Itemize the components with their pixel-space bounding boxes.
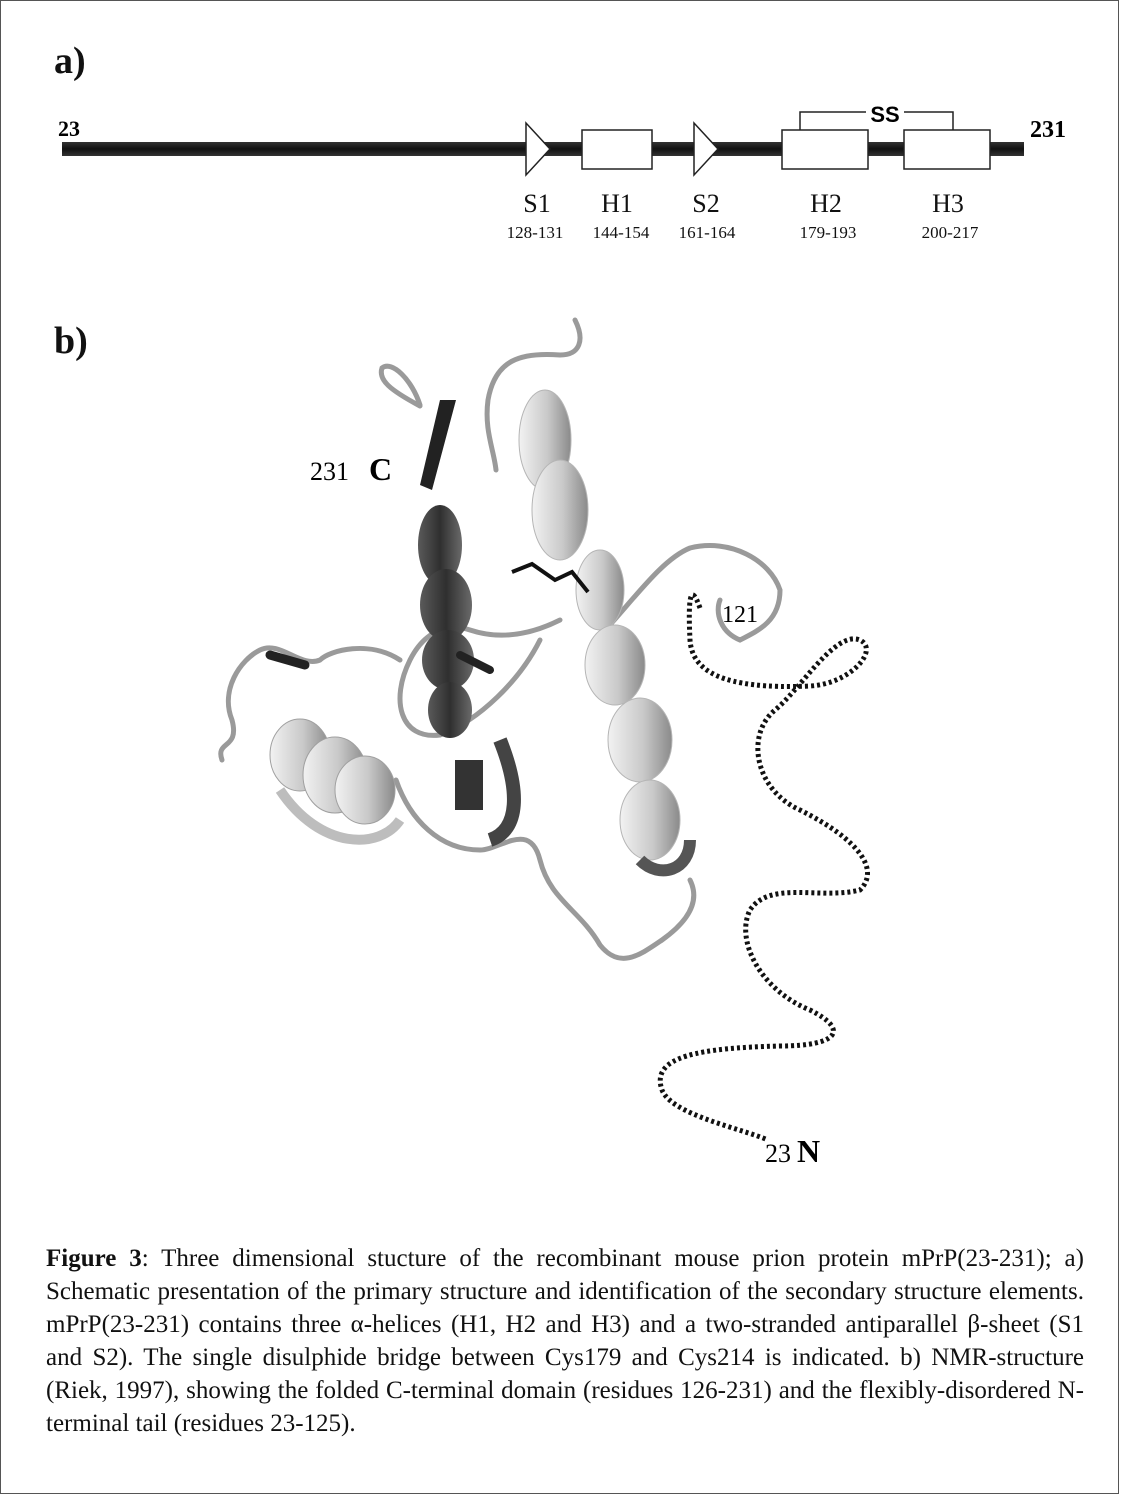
loop-middle — [400, 620, 560, 735]
end-residue-label: 231 — [1030, 117, 1066, 143]
figure-label: Figure 3 — [46, 1245, 142, 1272]
c-term-number: 231 — [310, 457, 349, 486]
helix-left-front — [270, 719, 400, 840]
disulfide-bracket-left — [800, 112, 866, 130]
disordered-n-terminal-tail — [660, 595, 867, 1140]
strand-s2-arrow — [694, 123, 718, 175]
h3-label: H3 — [932, 189, 964, 218]
s2-range: 161-164 — [679, 223, 736, 242]
caption-text: : Three dimensional stucture of the reco… — [46, 1245, 1084, 1437]
s1-label: S1 — [523, 189, 550, 218]
figure-caption: Figure 3: Three dimensional stucture of … — [46, 1242, 1084, 1440]
h1-range: 144-154 — [593, 223, 650, 242]
strand-s1-arrow — [526, 123, 550, 175]
n-term-number: 23 — [765, 1139, 791, 1168]
panel-a-label: a) — [54, 42, 86, 80]
s2-label: S2 — [692, 189, 719, 218]
s1-range: 128-131 — [507, 223, 564, 242]
helix-right-long — [519, 390, 690, 870]
start-residue-label: 23 — [58, 116, 80, 141]
helix-h2-box — [782, 130, 868, 169]
panel-b-label: b) — [54, 322, 88, 360]
h3-range: 200-217 — [922, 223, 979, 242]
primary-structure-schematic: 23 231 SS S1 128-131 H1 144-154 S2 161-1… — [0, 100, 1121, 260]
disulfide-label: SS — [870, 102, 899, 127]
loop-c-term-curl — [381, 366, 420, 406]
h1-label: H1 — [601, 189, 633, 218]
n-term-letter: N — [797, 1133, 820, 1169]
helix-central-dark — [418, 400, 514, 840]
c-term-letter: C — [369, 451, 392, 487]
nmr-ribbon-structure: 231 C 121 23 N — [150, 300, 910, 1180]
residue-121-marker: 121 — [722, 602, 758, 628]
h2-label: H2 — [810, 189, 842, 218]
helix-h3-box — [904, 130, 990, 169]
helix-h1-box — [582, 130, 652, 169]
disulfide-bracket-right — [904, 112, 953, 130]
h2-range: 179-193 — [800, 223, 857, 242]
